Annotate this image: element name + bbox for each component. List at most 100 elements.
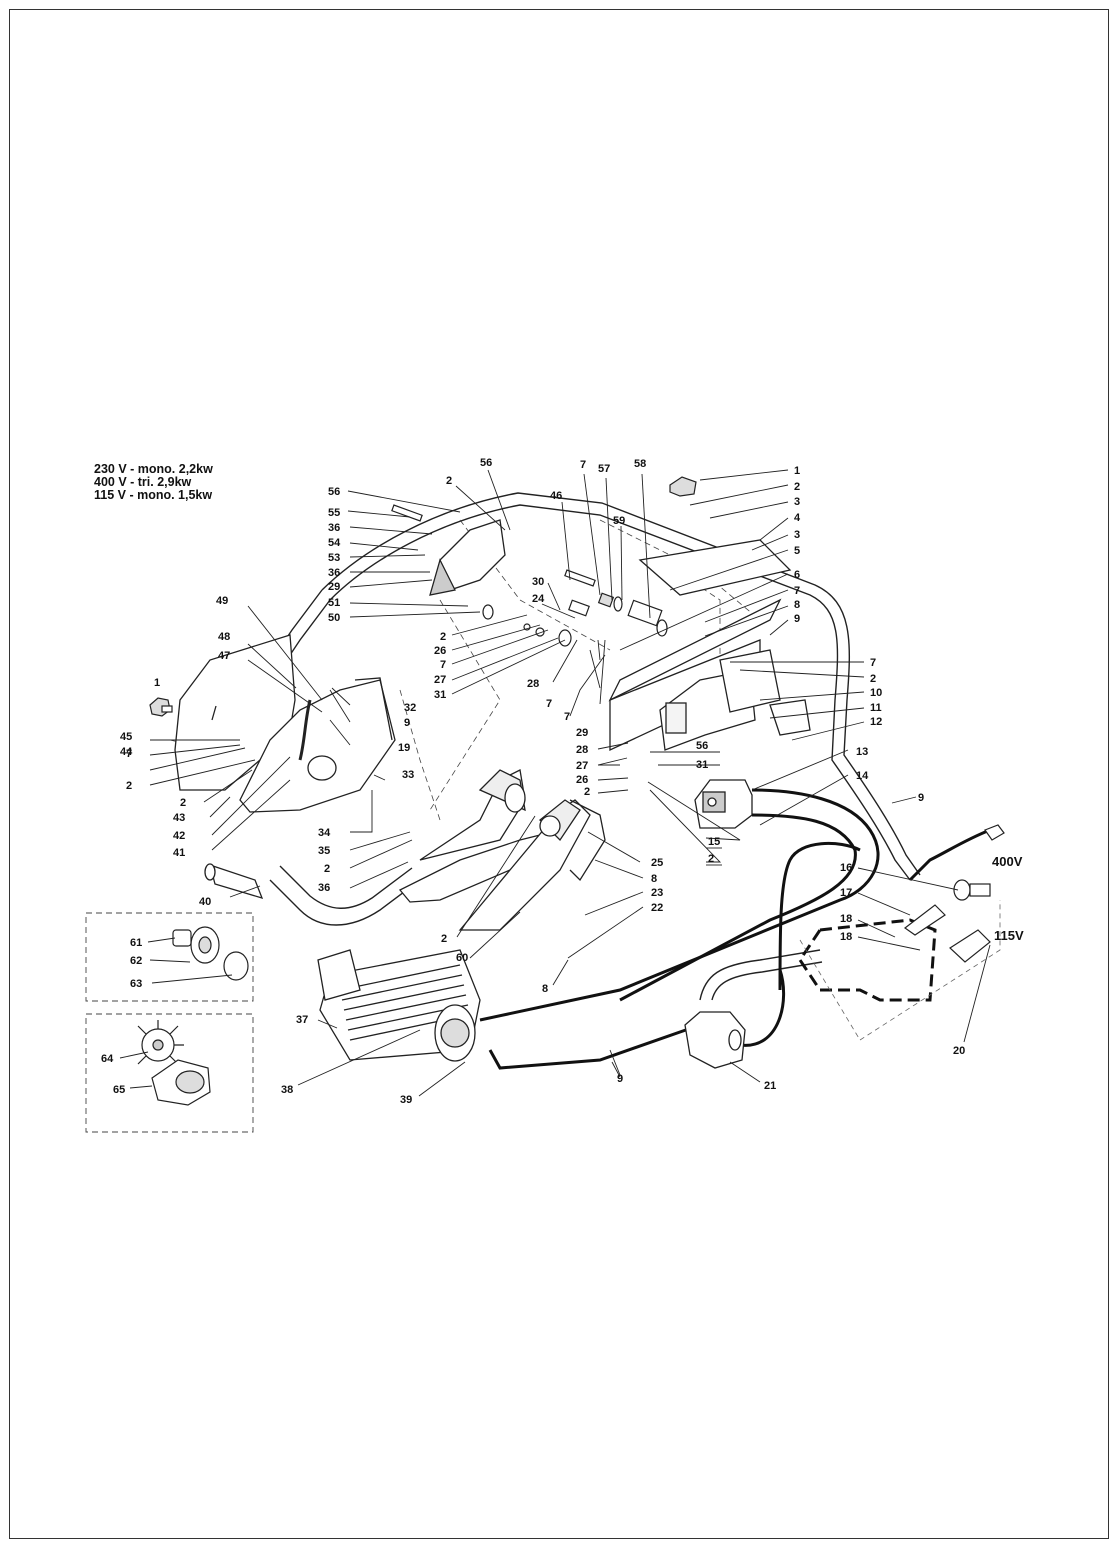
callout-45: 45 <box>120 731 132 743</box>
callout-54: 54 <box>328 537 341 549</box>
underline-marks <box>706 847 722 866</box>
knob-1-left <box>149 697 173 717</box>
callout-31: 31 <box>696 759 708 771</box>
callout-15: 15 <box>708 836 720 848</box>
callout-2: 2 <box>708 853 714 865</box>
callout-58: 58 <box>634 458 646 470</box>
callout-23: 23 <box>651 887 663 899</box>
callout-60: 60 <box>456 952 468 964</box>
callout-19: 19 <box>398 742 410 754</box>
callout-46: 46 <box>550 490 562 502</box>
water-pump <box>684 1011 746 1069</box>
callout-27: 27 <box>434 674 446 686</box>
callout-2: 2 <box>446 475 452 487</box>
callout-1: 1 <box>154 677 160 689</box>
callout-55: 55 <box>328 507 340 519</box>
callout-34: 34 <box>318 827 331 839</box>
shaft-assembly <box>391 504 668 647</box>
callout-9: 9 <box>404 717 410 729</box>
callout-7: 7 <box>440 659 446 671</box>
callout-30: 30 <box>532 576 544 588</box>
callout-29: 29 <box>576 727 588 739</box>
callout-56: 56 <box>696 740 708 752</box>
callout-41: 41 <box>173 847 185 859</box>
callout-11: 11 <box>870 702 882 714</box>
callout-18: 18 <box>840 913 852 925</box>
callout-36: 36 <box>328 522 340 534</box>
callout-18: 18 <box>840 931 852 943</box>
spec-400v: 400 V - tri. 2,9kw <box>94 475 192 489</box>
callout-64: 64 <box>101 1053 114 1065</box>
callout-28: 28 <box>576 744 588 756</box>
callout-2: 2 <box>584 786 590 798</box>
callout-8: 8 <box>542 983 548 995</box>
callout-16: 16 <box>840 862 852 874</box>
cable-zone-outline <box>799 900 1001 1041</box>
callout-2: 2 <box>180 797 186 809</box>
handle-hose-47 <box>298 699 312 761</box>
callout-36: 36 <box>318 882 330 894</box>
callout-9: 9 <box>617 1073 623 1085</box>
callout-56: 56 <box>480 457 492 469</box>
callout-labels: 1 1 2 2 2 2 2 2 2 2 2 2 2 3 3 4 5 6 7 7 … <box>101 457 1024 1106</box>
callout-63: 63 <box>130 978 142 990</box>
callout-5: 5 <box>794 545 800 557</box>
callout-10: 10 <box>870 687 882 699</box>
callout-6: 6 <box>794 569 800 581</box>
callout-56: 56 <box>328 486 340 498</box>
callout-14: 14 <box>856 770 869 782</box>
callout-39: 39 <box>400 1094 412 1106</box>
plug-17 <box>903 904 946 936</box>
water-tank-box <box>608 539 811 752</box>
blade-guard <box>174 634 396 813</box>
callout-7: 7 <box>794 585 800 597</box>
callout-9: 9 <box>918 792 924 804</box>
callout-35: 35 <box>318 845 330 857</box>
callout-29: 29 <box>328 581 340 593</box>
callout-33: 33 <box>402 769 414 781</box>
inset-fan <box>137 1020 211 1106</box>
callout-42: 42 <box>173 830 185 842</box>
leader-lines <box>119 469 991 1097</box>
power-cables <box>479 788 991 1070</box>
callout-43: 43 <box>173 812 185 824</box>
plug-400v <box>953 879 991 901</box>
callout-2: 2 <box>441 933 447 945</box>
switch-box <box>694 779 753 829</box>
callout-2: 2 <box>870 673 876 685</box>
callout-13: 13 <box>856 746 868 758</box>
callout-3: 3 <box>794 529 800 541</box>
plug-end-14 <box>984 824 1005 841</box>
callout-50: 50 <box>328 612 340 624</box>
callout-65: 65 <box>113 1084 125 1096</box>
callout-31: 31 <box>434 689 446 701</box>
callout-7: 7 <box>580 459 586 471</box>
cutting-head-carriage <box>398 519 606 931</box>
callout-12: 12 <box>870 716 882 728</box>
callout-36: 36 <box>328 567 340 579</box>
callout-28: 28 <box>527 678 539 690</box>
callout-2: 2 <box>324 863 330 875</box>
callout-7: 7 <box>126 748 132 760</box>
page-border <box>9 9 1109 1539</box>
knob-1-top <box>669 476 697 497</box>
callout-9: 9 <box>794 613 800 625</box>
callout-44: 44 <box>120 746 133 758</box>
callout-61: 61 <box>130 937 142 949</box>
inset-pulley-box <box>85 912 254 1002</box>
voltage-115v-label: 115V <box>994 928 1024 943</box>
callout-59: 59 <box>613 515 625 527</box>
callout-7: 7 <box>546 698 552 710</box>
handle-grip <box>204 863 264 900</box>
voltage-400v-label: 400V <box>992 854 1023 869</box>
inset-pulley <box>172 926 249 981</box>
callout-22: 22 <box>651 902 663 914</box>
callout-32: 32 <box>404 702 416 714</box>
motor-spec-list: 230 V - mono. 2,2kw 400 V - tri. 2,9kw 1… <box>94 463 213 502</box>
callout-20: 20 <box>953 1045 965 1057</box>
callout-7: 7 <box>564 711 570 723</box>
callout-48: 48 <box>218 631 230 643</box>
callout-2: 2 <box>440 631 446 643</box>
callout-2: 2 <box>794 481 800 493</box>
